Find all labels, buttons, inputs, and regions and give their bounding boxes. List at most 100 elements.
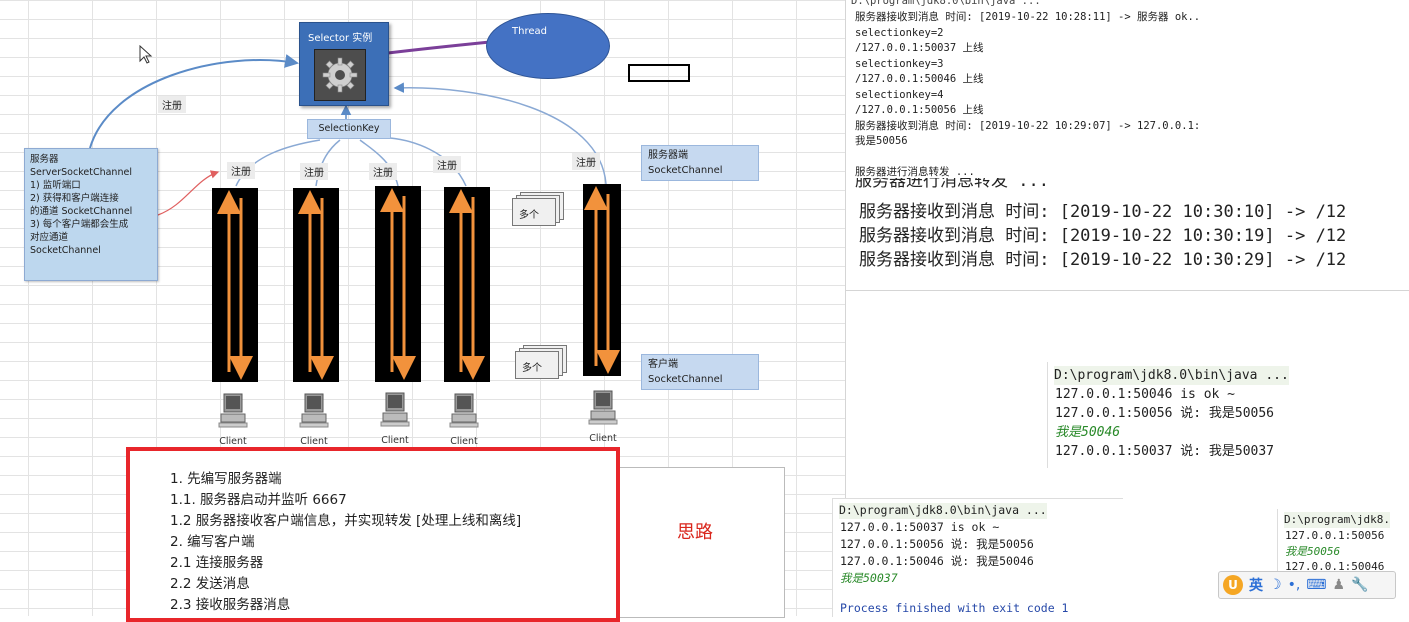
socket-pipe [375,186,421,382]
server-description-box: 服务器 ServerSocketChannel 1) 监听端口 2) 获得和客户… [24,148,158,281]
thread-label: Thread [512,26,547,37]
notes-list: 1. 先编写服务器端 1.1. 服务器启动并监听 6667 1.2 服务器接收客… [170,469,522,616]
console-own-message: 我是50056 [1285,544,1341,558]
multiple-label: 多个 [522,363,542,374]
client-side-subtitle: SocketChannel [648,374,723,385]
socket-channel-pipes [212,184,621,382]
ime-toolbar[interactable]: U 英 ☽ •, ⌨ ♟ 🔧 [1218,571,1396,599]
console-line [855,150,1200,166]
client-socketchannel-box: 客户端 SocketChannel [641,354,759,390]
server-box-line: 服务器 [30,154,59,165]
console-zoom-line: 服务器接收到消息 时间: [2019-10-22 10:30:19] -> /1… [859,226,1347,246]
socket-pipe [444,187,490,382]
console-line: 127.0.0.1:50056 说: 我是50056 [1055,406,1275,421]
socket-pipe [293,188,339,382]
server-box-line: 1) 监听端口 [30,180,81,191]
socket-pipe [583,184,621,376]
notes-box: 1. 先编写服务器端 1.1. 服务器启动并监听 6667 1.2 服务器接收客… [126,447,620,622]
register-label: 注册 [572,153,600,170]
client-console-header: D:\program\jdk8.0\bin\java ... [839,503,1047,519]
server-side-subtitle: SocketChannel [648,165,723,176]
computer-icon [299,393,329,428]
mouse-cursor-icon [139,45,153,64]
panel-divider [845,0,846,616]
notes-line: 2. 编写客户端 [170,534,255,550]
console-line: 127.0.0.1:50046 说: 我是50046 [840,554,1034,568]
notes-line: 1.2 服务器接收客户端信息，并实现转发 [处理上线和离线] [170,513,522,529]
client-console-2: D:\program\jdk8.0\bin\java ... 127.0.0.1… [832,498,1123,617]
console-line: selectionkey=2 [855,26,944,39]
console-line: 127.0.0.1:50037 is ok ~ [840,520,1000,534]
computer-icon [218,393,248,428]
console-line: 127.0.0.1:50037 说: 我是50037 [1055,444,1275,459]
multiple-clients-stack: 多个 [512,192,564,226]
client-label: Client [450,436,478,447]
moon-icon[interactable]: ☽ [1269,577,1282,593]
client-node: Client [213,392,253,447]
server-box-line: SocketChannel [30,245,101,256]
server-box-line: ServerSocketChannel [30,167,132,178]
console-divider [846,290,1409,291]
keyboard-icon[interactable]: ⌨ [1306,577,1327,593]
client-node: Client [583,389,623,444]
client-label: Client [219,436,247,447]
notes-side-label: 思路 [677,522,713,543]
computer-icon [588,390,618,425]
client-console-header: D:\program\jdk8. [1284,512,1390,528]
client-label: Client [589,433,617,444]
console-line: 127.0.0.1:50056 说: 我是50056 [840,537,1034,551]
register-label: 注册 [158,96,186,113]
console-line: /127.0.0.1:50046 上线 [855,73,984,85]
selector-thread-link [387,40,491,55]
server-console-header: D:\program\jdk8.0\bin\java ... [851,0,1041,7]
punctuation-icon[interactable]: •, [1287,577,1301,593]
console-line: /127.0.0.1:50037 上线 [855,42,984,54]
user-icon[interactable]: ♟ [1332,577,1346,593]
console-line: 127.0.0.1:50046 [1285,560,1385,573]
register-label: 注册 [433,156,461,173]
console-zoom-line: 服务器接收到消息 时间: [2019-10-22 10:30:10] -> /1… [859,202,1347,222]
client-console-3: D:\program\jdk8. 127.0.0.1:50056 我是50056… [1277,509,1409,573]
register-label: 注册 [369,163,397,180]
notes-line: 2.2 发送消息 [170,576,250,592]
register-label: 注册 [300,163,328,180]
ime-language-toggle[interactable]: 英 [1249,578,1263,594]
server-box-line: 的通道 SocketChannel [30,206,133,217]
notes-line: 2.1 连接服务器 [170,555,264,571]
client-label: Client [300,436,328,447]
console-zoom-partial: 服务器进行消息转发 ... [855,178,1049,191]
console-zoom-line: 服务器接收到消息 时间: [2019-10-22 10:30:29] -> /1… [859,250,1347,270]
console-line: 我是50056 [855,135,908,147]
console-line: 服务器接收到消息 时间: [2019-10-22 10:28:11] -> 服务… [855,11,1201,23]
console-line: /127.0.0.1:50056 上线 [855,104,984,116]
console-line: 127.0.0.1:50056 [1285,529,1385,542]
notes-box-extension [620,467,785,618]
server-box-line: 2) 获得和客户端连接 [30,193,119,204]
client-console-1: D:\program\jdk8.0\bin\java ... 127.0.0.1… [1047,362,1348,468]
thread-ellipse: Thread [486,13,610,79]
selector-box: Selector 实例 [299,22,389,106]
client-node: Client [444,392,484,447]
ime-logo-icon[interactable]: U [1223,575,1243,595]
selector-title: Selector 实例 [308,33,373,44]
server-socketchannel-box: 服务器端 SocketChannel [641,145,759,181]
notes-line: 1.1. 服务器启动并监听 6667 [170,492,347,508]
computer-icon [449,393,479,428]
server-to-pipe-curve [157,170,220,216]
socket-pipe [212,188,258,382]
client-label: Client [381,435,409,446]
console-line: selectionkey=3 [855,57,944,70]
register-curve-server [89,54,299,149]
selection-rectangle [628,64,690,82]
console-own-message: 我是50046 [1055,425,1121,440]
notes-line: 2.3 接收服务器消息 [170,597,291,613]
server-box-line: 3) 每个客户端都会生成 [30,219,129,230]
process-exit-message: Process finished with exit code 1 [840,601,1069,615]
notes-line: 1. 先编写服务器端 [170,471,282,487]
server-console: D:\program\jdk8.0\bin\java ... 服务器接收到消息 … [846,0,1409,290]
wrench-icon[interactable]: 🔧 [1351,577,1369,593]
console-line: 服务器进行消息转发 ... [855,166,975,178]
register-label: 注册 [227,162,255,179]
server-side-title: 服务器端 [648,150,688,161]
console-own-message: 我是50037 [840,571,898,585]
